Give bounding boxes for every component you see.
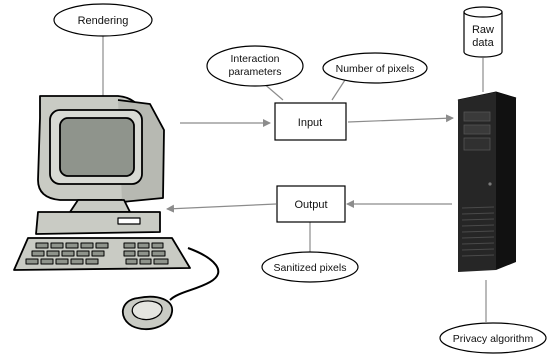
monitor-screen — [59, 117, 135, 177]
server-drive-bay-2 — [463, 124, 491, 135]
server-drive-bay-1 — [463, 111, 491, 122]
mouse-buttons — [131, 300, 163, 321]
output-label: Output — [294, 199, 327, 211]
rendering-label: Rendering — [78, 15, 129, 27]
database-top — [463, 6, 503, 18]
monitor-stand — [69, 199, 131, 213]
server-front — [458, 92, 496, 272]
keyboard-keys — [25, 242, 169, 265]
output-box — [276, 185, 346, 223]
arrow-output-to-computer — [166, 203, 277, 213]
server-side — [496, 92, 516, 270]
rendering-node — [53, 3, 153, 37]
number-of-pixels-label: Number of pixels — [336, 63, 415, 75]
raw-data-label-line1: Raw — [472, 24, 494, 36]
server-drive-bay-3 — [463, 137, 491, 151]
server-power-led — [488, 182, 492, 186]
number-of-pixels-node — [322, 52, 428, 84]
database-cylinder-icon — [463, 6, 503, 58]
pixels-to-input-connector — [331, 79, 346, 101]
interaction-parameters-label-line1: Interaction — [230, 53, 279, 65]
interaction-parameters-label-line2: parameters — [228, 66, 281, 78]
raw-data-label-line2: data — [472, 37, 494, 49]
desktop-computer-icon — [13, 95, 220, 331]
arrows — [166, 114, 454, 213]
interaction-parameters-node — [206, 45, 304, 87]
arrow-input-to-server — [347, 114, 454, 123]
sanitized-pixels-node — [261, 251, 359, 283]
drive-slot — [117, 217, 141, 225]
server-vent-grille — [461, 206, 495, 257]
privacy-algorithm-label: Privacy algorithm — [453, 333, 534, 345]
database-body — [463, 12, 503, 58]
sanitized-pixels-label: Sanitized pixels — [274, 262, 347, 274]
input-box — [274, 102, 347, 141]
computer-base — [35, 211, 161, 235]
server-tower-icon — [457, 91, 517, 272]
privacy-algorithm-node — [439, 322, 547, 354]
input-label: Input — [298, 117, 322, 129]
mouse-cable — [169, 247, 220, 301]
